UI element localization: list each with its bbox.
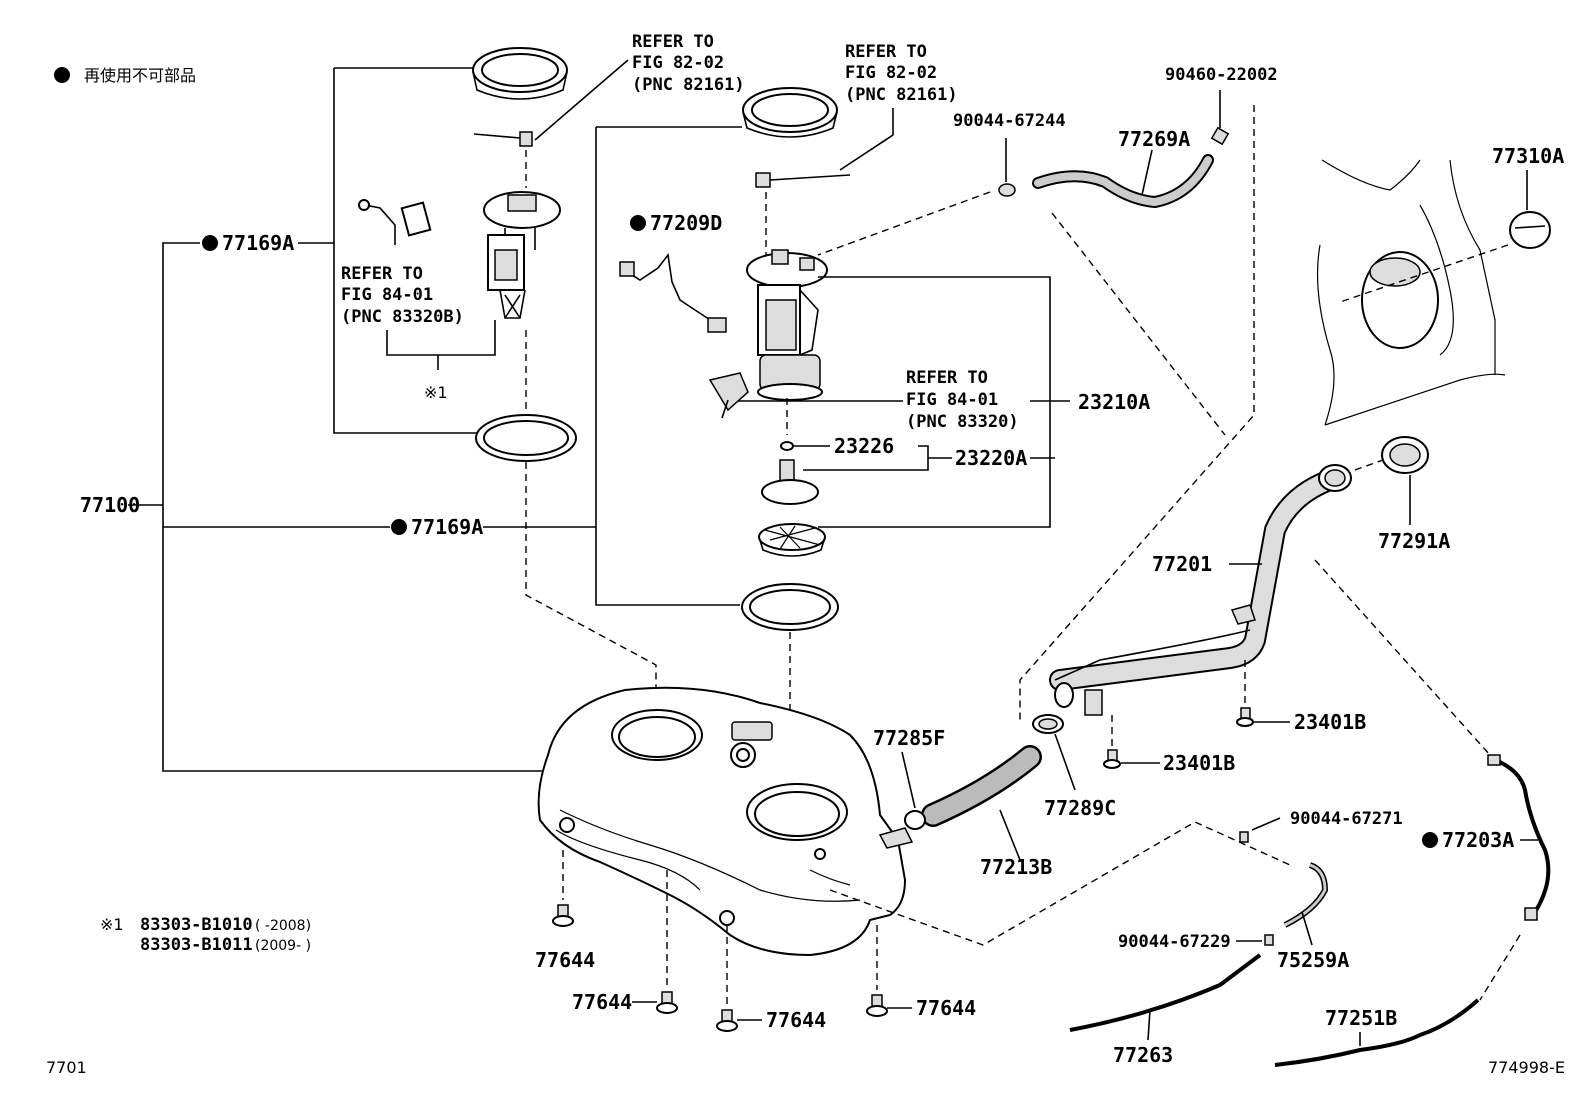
part-label-23220A: 23220A	[955, 446, 1027, 470]
svg-text:REFER TO: REFER TO	[341, 264, 423, 284]
part-label-75259A: 75259A	[1277, 948, 1349, 972]
svg-text:(2009- ): (2009- )	[255, 938, 311, 954]
filler-pipe-77201	[1049, 464, 1352, 716]
part-label-77644-b: 77644	[572, 990, 632, 1014]
svg-text:83303-B1010: 83303-B1010	[140, 915, 253, 935]
part-label-77269A: 77269A	[1118, 127, 1190, 151]
clamp-77289C	[1032, 714, 1064, 734]
breather-hose-77269A	[1032, 154, 1214, 209]
tube-77203A	[1487, 754, 1551, 921]
svg-text:(PNC 83320): (PNC 83320)	[906, 412, 1019, 432]
footnote-block: ※1 83303-B1010 ( -2008) 83303-B1011 (200…	[100, 915, 311, 955]
part-label-77201: 77201	[1152, 552, 1212, 576]
fuel-filter-23220A	[761, 459, 819, 505]
part-label-77644-a: 77644	[535, 948, 595, 972]
bolt-77644-b	[656, 991, 678, 1014]
sender-wire-center	[755, 172, 851, 188]
bolt-23401B-a	[1236, 707, 1254, 727]
footnote-mark-near-pump: ※1	[424, 383, 448, 402]
svg-text:(PNC 83320B): (PNC 83320B)	[341, 307, 464, 327]
hose-75259A	[1283, 862, 1329, 928]
grommet-77291A	[1381, 436, 1429, 474]
bolt-77644-d	[866, 994, 888, 1017]
strainer-23220A	[758, 523, 826, 557]
reference-note-4: REFER TO FIG 84-01 (PNC 83320)	[906, 368, 1019, 432]
page-code-left: 7701	[46, 1058, 87, 1077]
sender-wire-top-left	[473, 131, 533, 147]
part-label-77310A: 77310A	[1492, 144, 1564, 168]
svg-text:( -2008): ( -2008)	[255, 918, 311, 934]
reference-note-2: REFER TO FIG 82-02 (PNC 82161)	[845, 42, 958, 105]
part-label-77213B: 77213B	[980, 855, 1052, 879]
non-reusable-bullet-icon	[202, 235, 218, 251]
fuel-cap-77310A	[1509, 211, 1551, 249]
o-ring-23226	[780, 441, 794, 451]
part-label-77169A-mid: 77169A	[411, 515, 483, 539]
part-label-77644-d: 77644	[916, 996, 976, 1020]
part-label-23401B-a: 23401B	[1294, 710, 1366, 734]
fuel-pump-assembly-center	[746, 249, 828, 401]
part-label-77203A: 77203A	[1442, 828, 1514, 852]
clip-90460-22002	[1210, 126, 1230, 146]
non-reusable-bullet-icon	[391, 519, 407, 535]
part-label-77209D: 77209D	[650, 211, 722, 235]
clip-90044-67229	[1264, 934, 1274, 946]
bolt-77644-c	[716, 1009, 738, 1032]
fuel-tank-77100	[537, 686, 914, 957]
part-label-77291A: 77291A	[1378, 529, 1450, 553]
part-label-77169A-top: 77169A	[222, 231, 294, 255]
fuel-pump-assembly-left	[483, 191, 561, 319]
tube-77251B	[1274, 998, 1480, 1067]
part-label-90460-22002: 90460-22002	[1165, 65, 1278, 85]
non-reusable-bullet-icon	[630, 215, 646, 231]
bolt-23401B-b	[1103, 749, 1121, 769]
part-label-77285F: 77285F	[873, 726, 945, 750]
part-label-77644-c: 77644	[766, 1008, 826, 1032]
reference-note-1: REFER TO FIG 82-02 (PNC 82161)	[632, 32, 745, 95]
part-label-77289C: 77289C	[1044, 796, 1116, 820]
gasket-ring-lower-center	[741, 583, 839, 631]
svg-text:(PNC 82161): (PNC 82161)	[632, 75, 745, 95]
legend-text: 再使用不可部品	[84, 66, 196, 85]
part-label-77251B: 77251B	[1325, 1006, 1397, 1030]
part-label-90044-67229: 90044-67229	[1118, 932, 1231, 952]
sender-float-center	[708, 372, 749, 419]
gasket-ring-top-left	[472, 47, 568, 100]
clamp-77285F	[904, 810, 926, 830]
bolt-77644-a	[552, 904, 574, 927]
non-reusable-bullet-icon	[1422, 832, 1438, 848]
svg-text:REFER TO: REFER TO	[845, 42, 927, 62]
svg-text:83303-B1011: 83303-B1011	[140, 935, 253, 955]
svg-text:(PNC 82161): (PNC 82161)	[845, 85, 958, 105]
svg-text:※1: ※1	[100, 915, 124, 934]
part-label-90044-67244: 90044-67244	[953, 111, 1066, 131]
part-label-90044-67271: 90044-67271	[1290, 809, 1403, 829]
svg-text:REFER TO: REFER TO	[906, 368, 988, 388]
gasket-ring-mid-left	[475, 414, 577, 462]
wire-harness-77209D	[619, 253, 727, 333]
leader-lines-left	[128, 67, 742, 772]
fuel-sender-gauge-left	[358, 199, 432, 245]
part-label-23401B-b: 23401B	[1163, 751, 1235, 775]
vehicle-body-outline	[1316, 159, 1506, 426]
part-label-23226: 23226	[834, 434, 894, 458]
clip-90044-67271	[1239, 831, 1249, 843]
svg-text:FIG 84-01: FIG 84-01	[906, 390, 998, 410]
part-label-23210A: 23210A	[1078, 390, 1150, 414]
clamp-90044-67244	[998, 183, 1016, 197]
svg-text:FIG 82-02: FIG 82-02	[632, 53, 724, 73]
part-label-77100: 77100	[80, 493, 140, 517]
svg-text:FIG 84-01: FIG 84-01	[341, 285, 433, 305]
gasket-ring-top-center	[742, 87, 838, 138]
breather-tube-77263	[1069, 953, 1262, 1032]
svg-text:FIG 82-02: FIG 82-02	[845, 63, 937, 83]
filler-hose-77213B	[921, 745, 1042, 827]
page-code-right: 774998-E	[1488, 1058, 1565, 1077]
reference-note-3: REFER TO FIG 84-01 (PNC 83320B)	[341, 264, 464, 327]
part-label-77263: 77263	[1113, 1043, 1173, 1067]
non-reusable-bullet-icon	[54, 67, 70, 83]
svg-text:REFER TO: REFER TO	[632, 32, 714, 52]
